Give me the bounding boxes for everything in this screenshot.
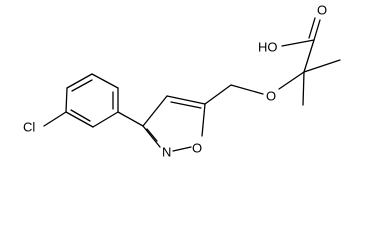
methyl-bond [303, 59, 341, 73]
double-bond [308, 17, 316, 39]
bond [303, 39, 315, 73]
bond [230, 84, 264, 95]
bond [66, 73, 93, 89]
bond [281, 39, 315, 47]
isoxazole-ring [142, 95, 206, 152]
double-bond [71, 79, 93, 92]
bond [142, 95, 168, 127]
bond [278, 71, 305, 90]
ether-oxygen-atom: O [266, 88, 276, 103]
bond [201, 103, 206, 137]
bond [43, 111, 67, 127]
chemical-structure: Cl N O O O HO [23, 2, 341, 159]
bond [166, 95, 206, 105]
bond [65, 87, 68, 113]
double-bond [146, 128, 158, 142]
ring-oxygen-atom: O [192, 140, 202, 155]
bond [172, 146, 192, 152]
chlorine-atom: Cl [23, 119, 35, 134]
bond [91, 73, 119, 89]
methyl-bond [302, 71, 305, 106]
double-bond [170, 101, 202, 109]
double-bond [70, 109, 91, 122]
ring-nitrogen-atom: N [162, 144, 171, 159]
hydroxyl-group: HO [258, 39, 278, 54]
carbonyl-oxygen-atom: O [317, 2, 327, 17]
double-bond [313, 19, 321, 41]
chlorophenyl-ring [65, 73, 119, 128]
bond [142, 125, 161, 148]
bond [65, 111, 94, 128]
bond [117, 111, 144, 127]
bond [92, 111, 119, 128]
bond [204, 84, 232, 105]
